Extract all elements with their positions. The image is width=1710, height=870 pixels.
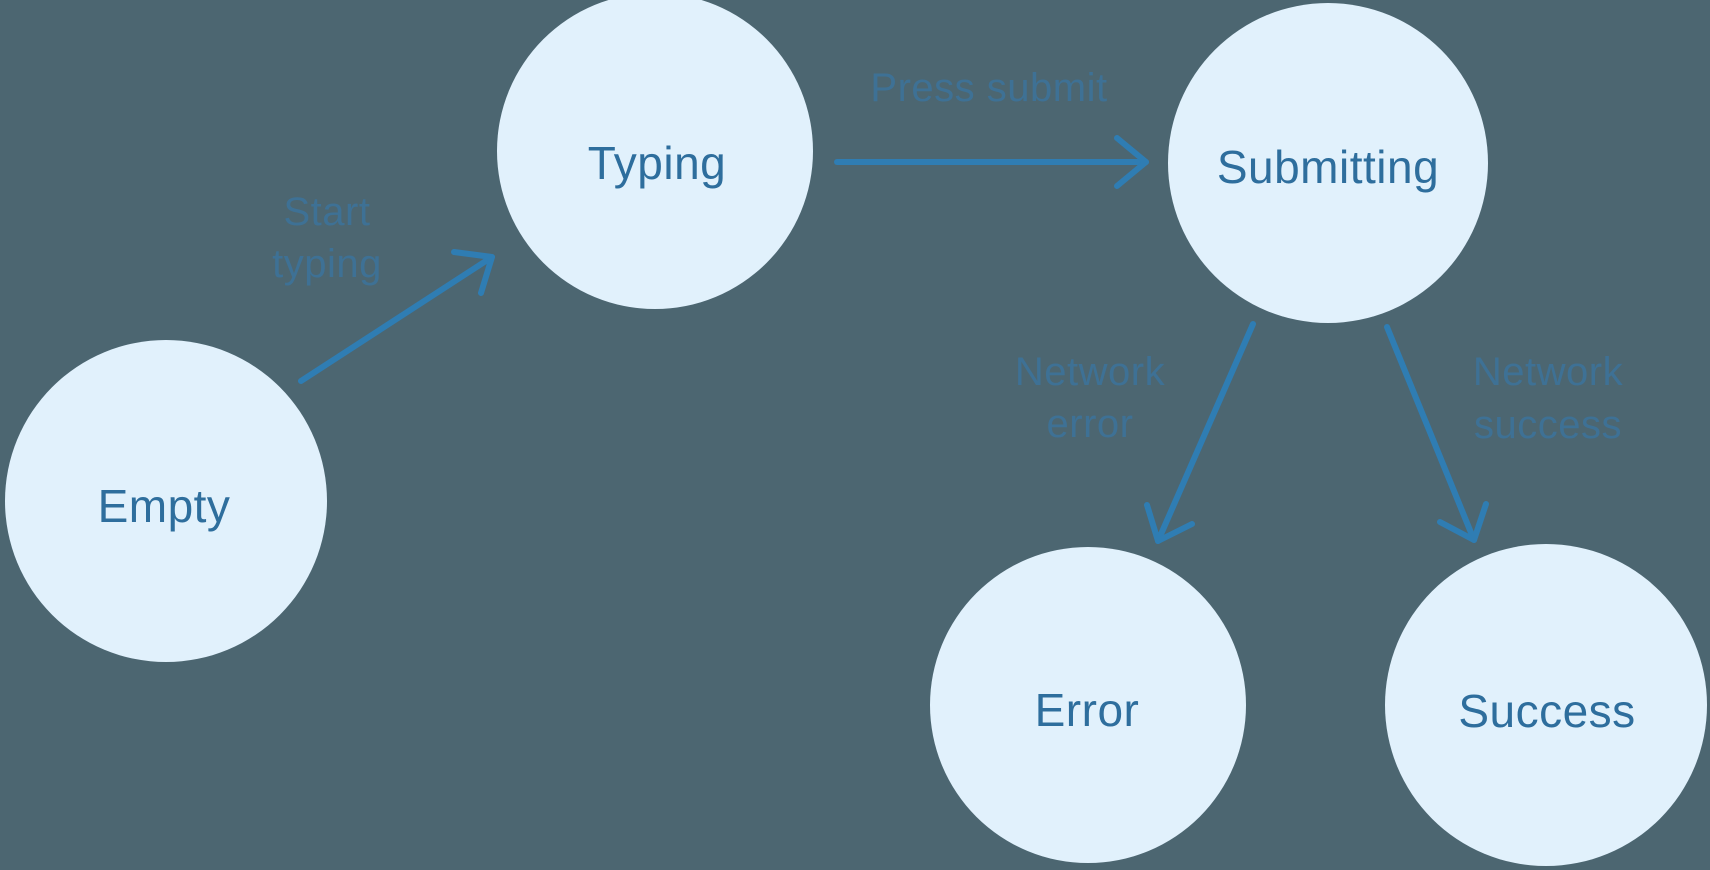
edge-empty-to-typing: Start typing [272,190,495,384]
state-node-success: Success [1385,544,1707,866]
edge-label-start-typing-line2: typing [272,242,382,286]
node-label: Success [1458,685,1635,737]
node-label: Error [1035,684,1140,736]
node-label: Submitting [1217,141,1439,193]
edge-label-network-error-line1: Network [1015,350,1166,394]
arrow-head-icon [451,249,495,296]
node-circle [5,340,327,662]
node-label: Typing [588,137,727,189]
edge-label-network-success-line2: success [1474,403,1622,447]
arrow-head-icon [1437,501,1489,543]
edge-label-press-submit: Press submit [870,66,1107,110]
state-node-empty: Empty [5,340,327,662]
state-node-error: Error [930,547,1246,863]
edge-label-network-error-line2: error [1047,402,1134,446]
state-node-submitting: Submitting [1168,3,1488,323]
arrow-shaft [1384,324,1477,543]
node-circle [497,0,813,309]
arrow-head-icon [1114,135,1149,189]
arrow-head-icon [1144,502,1195,544]
node-circle [1168,3,1488,323]
state-node-typing: Typing [497,0,813,309]
edge-typing-to-submitting: Press submit [834,66,1149,189]
arrow-shaft [298,254,495,384]
edge-label-start-typing-line1: Start [284,190,371,234]
arrow-shaft [1155,321,1256,544]
node-circle [930,547,1246,863]
edge-submitting-to-error: Network error [1015,321,1256,544]
node-circle [1385,544,1707,866]
edge-submitting-to-success: Network success [1384,324,1624,543]
node-label: Empty [98,480,231,532]
edge-label-network-success-line1: Network [1473,350,1624,394]
